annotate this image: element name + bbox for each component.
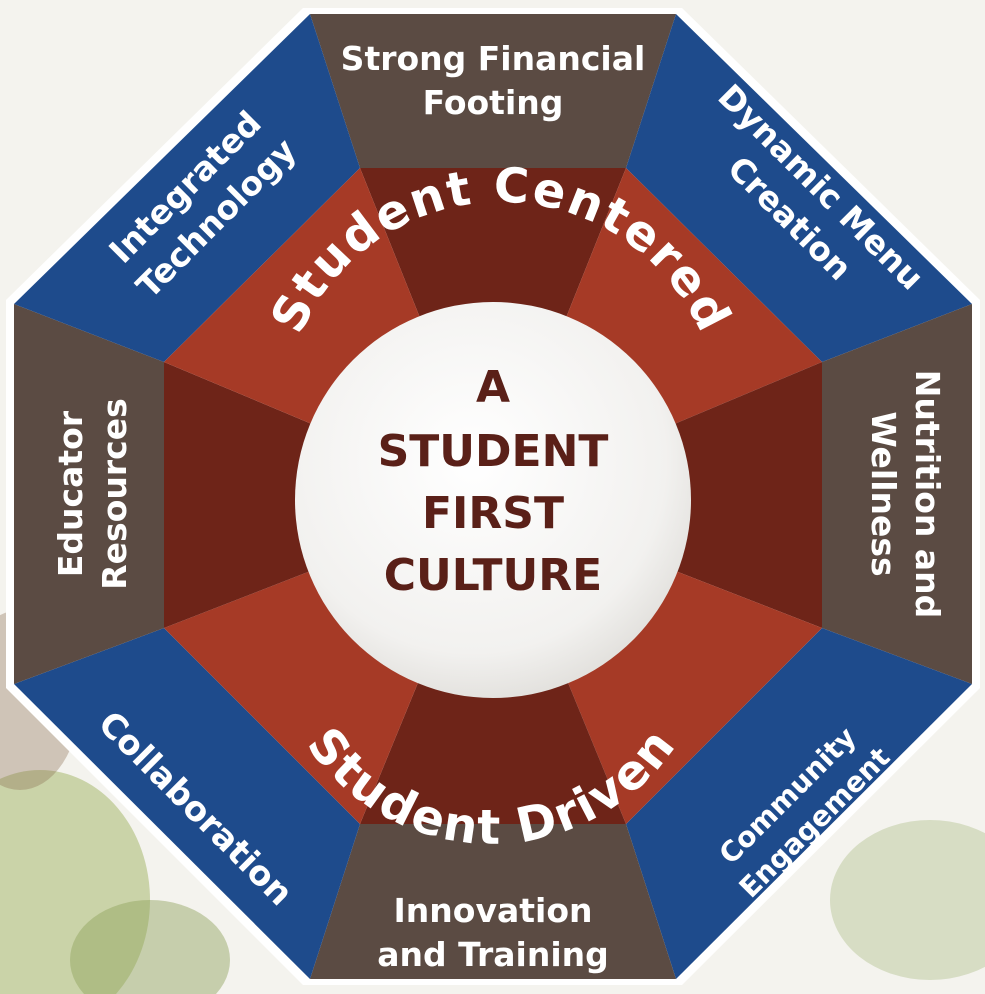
center-line-1: A bbox=[476, 362, 510, 413]
segment-bottom-left bbox=[14, 628, 360, 979]
label-line: Strong Financial bbox=[341, 39, 646, 78]
center-line-4: CULTURE bbox=[384, 550, 602, 601]
label-line: Wellness bbox=[864, 411, 903, 576]
segment-right bbox=[822, 304, 972, 684]
outer-segments bbox=[14, 14, 972, 979]
label-strong-financial-footing: Strong Financial Footing bbox=[341, 39, 646, 122]
label-innovation-and-training: Innovation and Training bbox=[377, 891, 609, 974]
segment-bottom bbox=[310, 824, 676, 979]
label-line: Footing bbox=[423, 83, 564, 122]
label-educator-resources: Educator Resources bbox=[51, 398, 134, 589]
segment-top-right bbox=[626, 14, 972, 362]
center-line-2: STUDENT bbox=[378, 426, 609, 477]
segment-bottom-right bbox=[626, 628, 972, 979]
segment-top-left bbox=[14, 14, 360, 362]
center-line-3: FIRST bbox=[422, 488, 564, 539]
label-line: Educator bbox=[51, 410, 90, 577]
label-line: and Training bbox=[377, 935, 609, 974]
segment-top bbox=[310, 14, 676, 168]
label-line: Innovation bbox=[394, 891, 593, 930]
label-line: Resources bbox=[95, 398, 134, 589]
segment-left bbox=[14, 304, 164, 684]
label-nutrition-and-wellness: Nutrition and Wellness bbox=[864, 370, 947, 619]
center-circle bbox=[295, 302, 691, 698]
label-line: Nutrition and bbox=[908, 370, 947, 619]
center-title: A STUDENT FIRST CULTURE bbox=[378, 362, 609, 601]
